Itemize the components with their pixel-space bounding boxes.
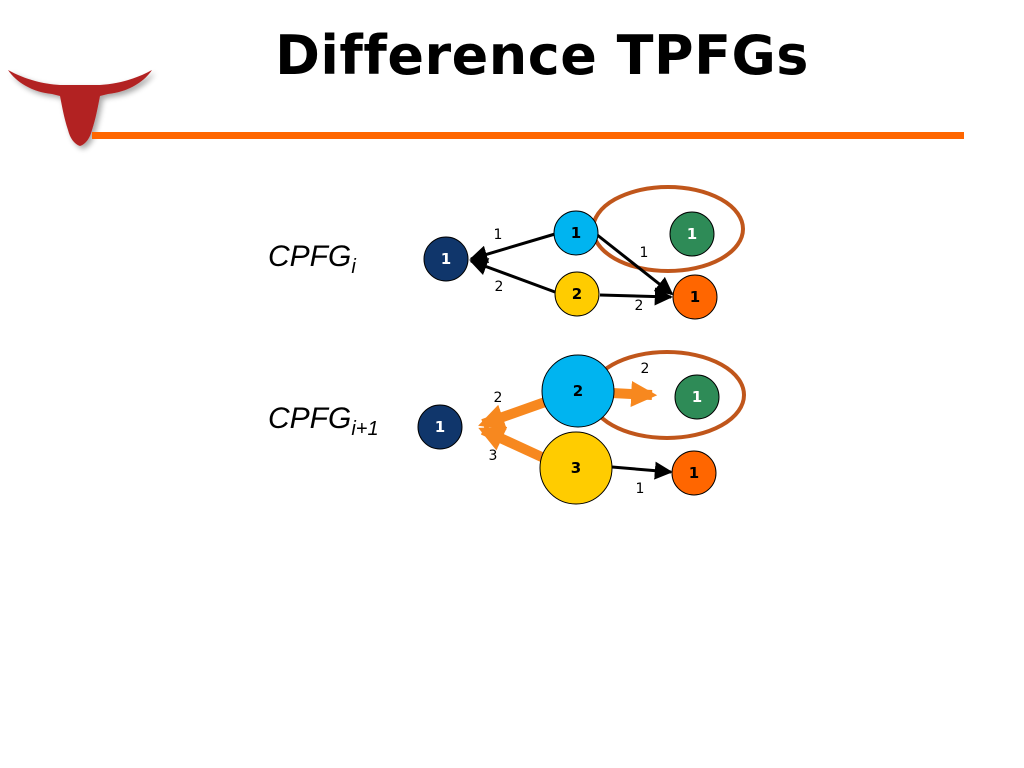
row-2-edge-bottom-to-orange — [611, 461, 673, 480]
row-2-node-top: 2 — [541, 354, 615, 428]
svg-text:2: 2 — [572, 285, 582, 303]
svg-text:1: 1 — [692, 388, 702, 406]
svg-text:1: 1 — [687, 225, 697, 243]
row-2-edge-label-top-to-green: 2 — [641, 361, 650, 377]
row-1-node-bottom: 2 — [554, 271, 600, 317]
svg-text:1: 1 — [571, 224, 581, 242]
row-2-edge-label-top-to-sink: 2 — [494, 390, 503, 406]
longhorn-logo-icon — [8, 70, 152, 146]
row-2-edge-top-to-green — [611, 380, 658, 407]
row-label-cpfg-i-plus-1: CPFGi+1 — [268, 402, 379, 440]
svg-text:1: 1 — [441, 250, 451, 268]
slide-title: Difference TPFGs — [275, 24, 809, 87]
row-1-highlight-ellipse — [591, 185, 745, 273]
row-1-node-orange: 1 — [672, 274, 718, 320]
svg-text:3: 3 — [571, 459, 581, 477]
svg-text:1: 1 — [690, 288, 700, 306]
svg-text:1: 1 — [435, 418, 445, 436]
row-1-edge-label-top-to-sink: 1 — [494, 227, 503, 243]
logo-shape — [8, 70, 152, 146]
row-1-edge-bottom-to-sink — [469, 258, 556, 294]
row-2-edge-label-bottom-to-sink: 3 — [489, 448, 498, 464]
row-2-graph: 2 3 2 1 1 2 3 1 1 — [417, 350, 746, 505]
svg-text:2: 2 — [573, 382, 583, 400]
row-1-graph: 1 2 1 2 1 1 2 1 1 — [423, 185, 745, 320]
row-2-node-sink: 1 — [417, 404, 463, 450]
svg-text:1: 1 — [689, 464, 699, 482]
row-2-node-green: 1 — [674, 374, 720, 420]
row-2-node-bottom: 3 — [539, 431, 613, 505]
row-label-cpfg-i: CPFGi — [268, 240, 356, 278]
row-1-node-green: 1 — [669, 211, 715, 257]
row-1-edge-bottom-to-orange — [599, 287, 673, 306]
row-2-node-orange: 1 — [671, 450, 717, 496]
row-1-node-sink: 1 — [423, 236, 469, 282]
row-2-edge-bottom-to-sink — [478, 425, 549, 464]
row-2-edge-top-to-sink — [478, 396, 550, 430]
title-underline-rule — [92, 132, 964, 139]
row-1-edge-top-to-sink — [469, 232, 556, 264]
row-1-edge-label-bottom-to-orange: 2 — [635, 298, 644, 314]
row-1-node-top: 1 — [553, 210, 599, 256]
row-1-edge-top-to-orange — [595, 232, 674, 296]
row-1-edge-label-top-to-orange: 1 — [640, 245, 649, 261]
row-2-edge-label-bottom-to-orange: 1 — [636, 481, 645, 497]
row-1-edge-label-bottom-to-sink: 2 — [495, 279, 504, 295]
